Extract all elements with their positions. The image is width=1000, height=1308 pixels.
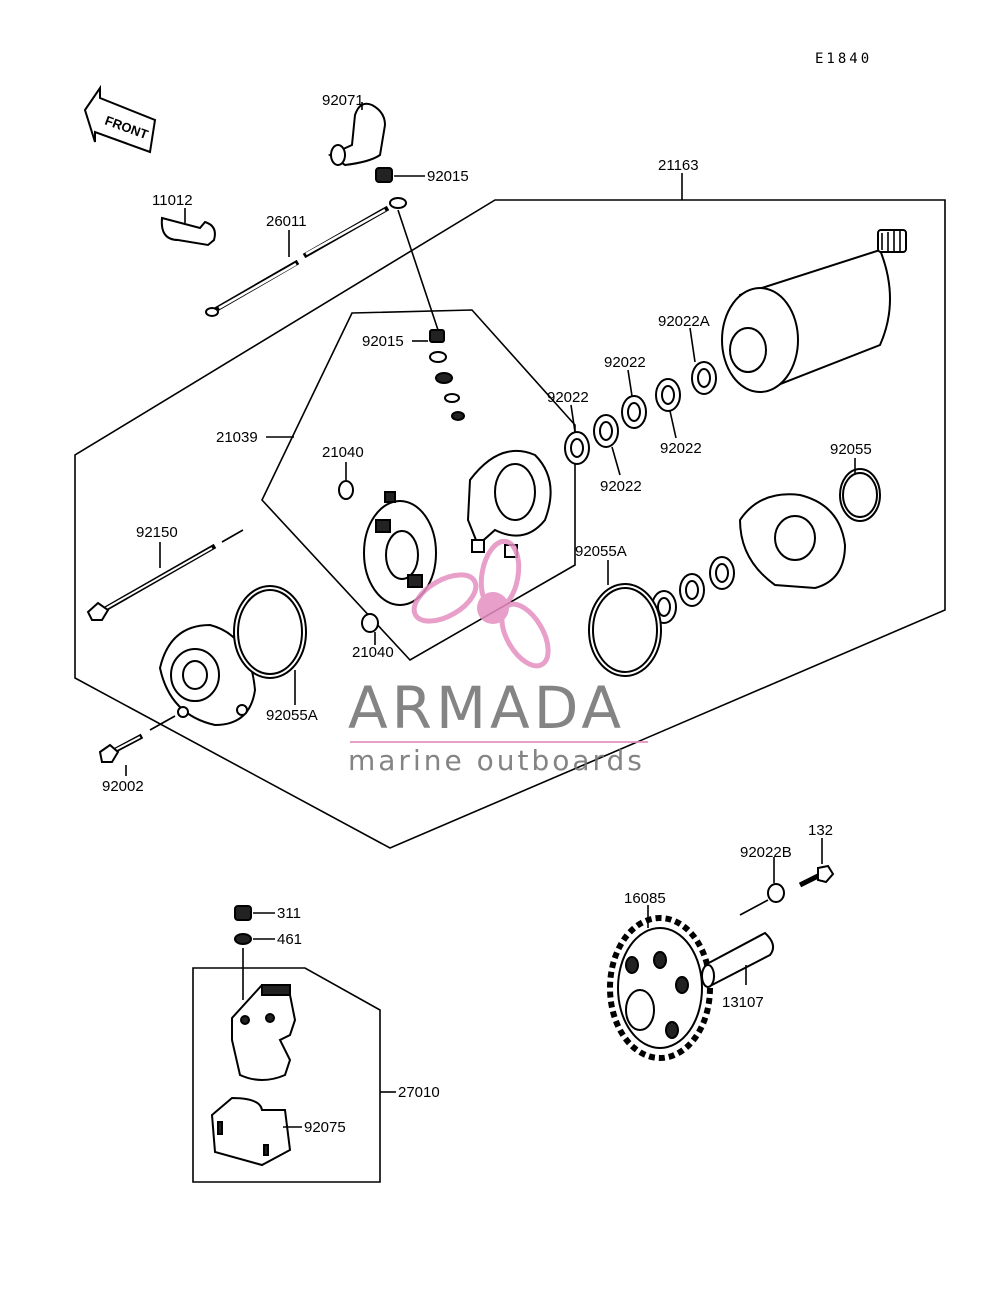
label-92055A-right: 92055A — [575, 543, 627, 560]
watermark-subtitle: marine outboards — [348, 744, 645, 777]
relay-cover-icon — [210, 1096, 292, 1167]
watermark-title: ARMADA — [348, 674, 625, 742]
starter-cable-icon — [205, 197, 407, 317]
starter-gear-icon — [607, 915, 713, 1061]
front-arrow-icon: FRONT — [83, 84, 157, 154]
label-92075: 92075 — [304, 1119, 346, 1136]
label-92022-d: 92022 — [600, 478, 642, 495]
label-21040-top: 21040 — [322, 444, 364, 461]
diagram-code: E1840 — [815, 51, 872, 67]
relay-group-outline — [192, 967, 381, 1183]
label-92015-top: 92015 — [427, 168, 469, 185]
label-92015-mid: 92015 — [362, 333, 404, 350]
label-21040-bottom: 21040 — [352, 644, 394, 661]
label-92022-b: 92022 — [547, 389, 589, 406]
label-92071: 92071 — [322, 92, 364, 109]
armada-logo: ARMADA marine outboards — [348, 538, 648, 777]
label-13107: 13107 — [722, 994, 764, 1011]
washer-icon — [234, 933, 252, 945]
rear-housing-icon — [158, 623, 257, 727]
label-26011: 26011 — [266, 213, 307, 230]
label-92022-c: 92022 — [660, 440, 702, 457]
label-11012: 11012 — [152, 192, 193, 209]
label-21163: 21163 — [658, 157, 699, 174]
through-bolt-icon — [86, 543, 217, 621]
nut-icon — [234, 905, 252, 921]
rubber-boot-icon — [160, 216, 216, 247]
brush-holder-group-outline — [261, 309, 576, 662]
idle-shaft-icon — [701, 931, 775, 988]
starter-motor-group-outline — [74, 199, 946, 849]
label-27010: 27010 — [398, 1084, 440, 1101]
label-311: 311 — [277, 905, 301, 922]
bolt-icon — [798, 864, 835, 888]
label-92055A-left: 92055A — [266, 707, 318, 724]
label-16085: 16085 — [624, 890, 666, 907]
terminal-cap-icon — [327, 102, 387, 167]
terminal-hardware-stack-icon — [429, 329, 465, 421]
label-21039: 21039 — [216, 429, 258, 446]
brush-spring-icon — [338, 480, 354, 500]
brush-holder-icon — [363, 491, 437, 606]
label-92022B: 92022B — [740, 844, 792, 861]
end-cover-icon — [738, 493, 847, 590]
label-92150: 92150 — [136, 524, 178, 541]
label-92022-a: 92022 — [604, 354, 646, 371]
label-92002: 92002 — [102, 778, 144, 795]
brush-plate-icon — [466, 449, 552, 558]
starter-relay-icon — [231, 983, 297, 1081]
label-461: 461 — [277, 931, 302, 948]
label-92055: 92055 — [830, 441, 872, 458]
washer-icon — [767, 883, 785, 903]
bolt-icon — [98, 733, 144, 763]
label-132: 132 — [808, 822, 833, 839]
brush-spring-icon — [361, 613, 379, 633]
starter-motor-icon — [721, 229, 907, 393]
label-92022A: 92022A — [658, 313, 710, 330]
nut-icon — [375, 167, 393, 183]
